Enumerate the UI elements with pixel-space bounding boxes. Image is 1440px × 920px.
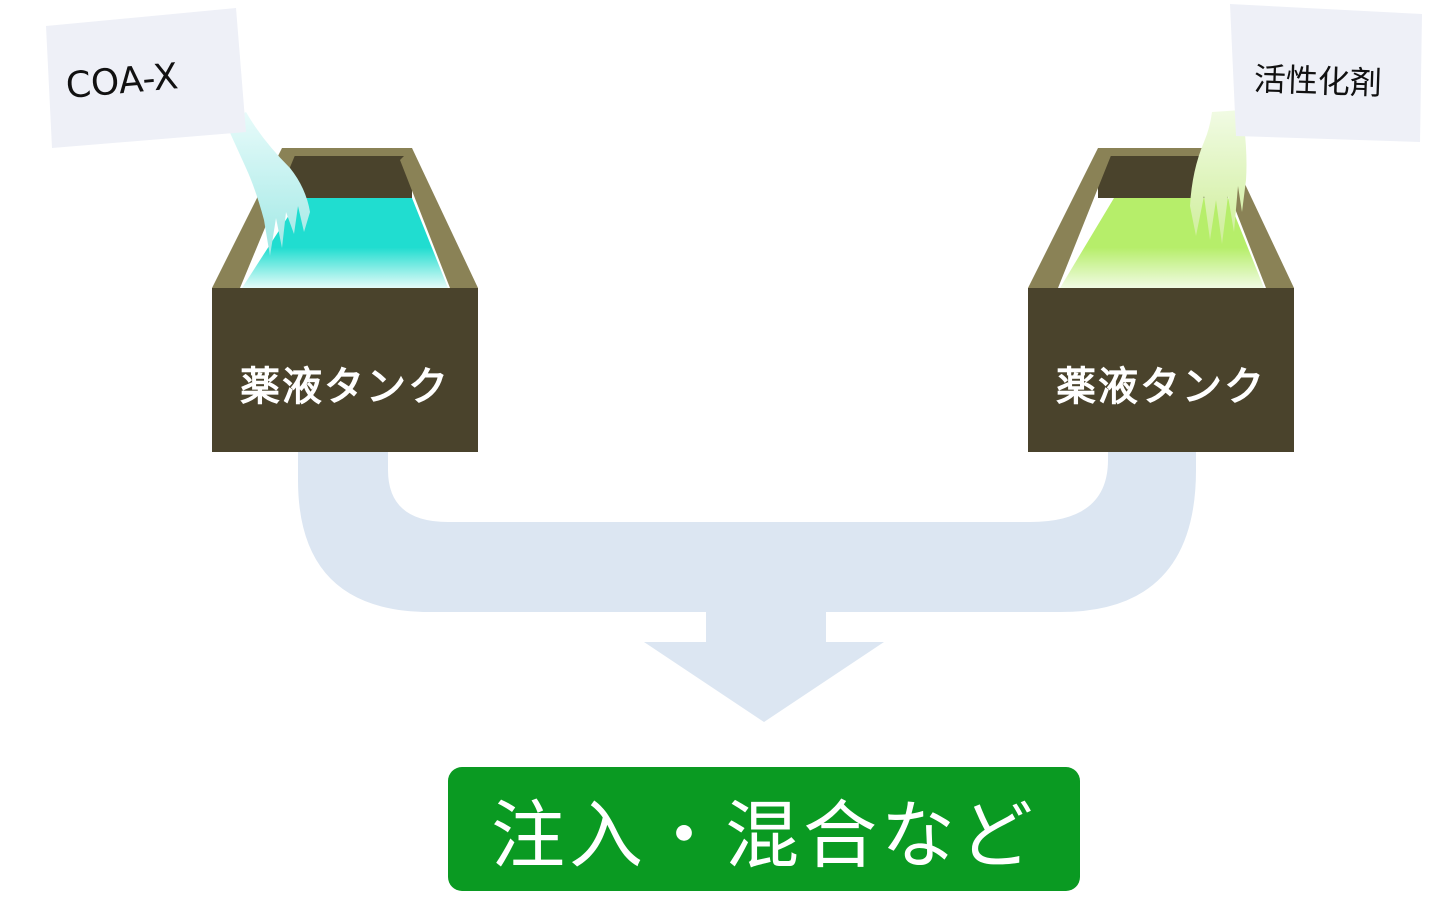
result-box: 注入・混合など [448, 767, 1080, 891]
left-card [46, 8, 246, 148]
flow-arrow [298, 452, 1196, 722]
right-card [1230, 4, 1422, 142]
right-tank-label: 薬液タンク [1056, 364, 1266, 410]
left-tank-front [212, 288, 478, 452]
left-tank-label: 薬液タンク [240, 364, 450, 410]
right-tank [1028, 148, 1294, 452]
left-pour-stream [226, 112, 310, 256]
right-card-label: 活性化剤 [1253, 60, 1383, 103]
result-label: 注入・混合など [491, 792, 1037, 879]
right-tank-front [1028, 288, 1294, 452]
right-tank-liquid [1060, 198, 1264, 288]
right-pour-stream [1190, 110, 1247, 244]
